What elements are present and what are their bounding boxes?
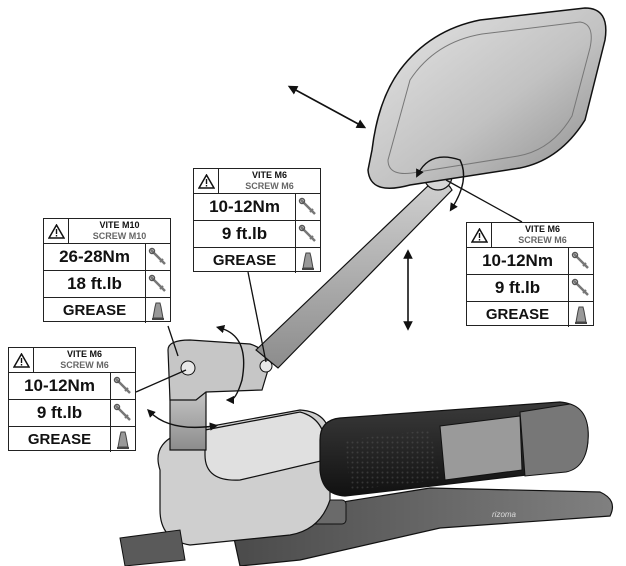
lubricant: GREASE [467, 302, 569, 327]
grease-tube-icon [111, 427, 135, 452]
label-m6-arm: VITE M6 SCREW M6 10-12Nm 9 ft.lb GREASE [193, 168, 321, 273]
vite-label: VITE M10 [99, 220, 140, 230]
base-bolt [180, 360, 196, 376]
tilt-arrow [287, 85, 367, 129]
screw-label: SCREW M6 [245, 181, 294, 191]
rotation-arrow-base [147, 409, 219, 431]
grip-light-band [439, 415, 523, 481]
lubricant: GREASE [194, 248, 296, 273]
torque-nm: 26-28Nm [44, 244, 146, 270]
screw-label: SCREW M6 [60, 360, 109, 370]
mirror-head [367, 7, 607, 189]
torque-wrench-icon [146, 271, 170, 297]
cable-fitting [119, 529, 186, 566]
warning-triangle-icon [44, 219, 69, 243]
leader-m10 [167, 325, 179, 357]
vite-label: VITE M6 [66, 349, 102, 359]
torque-ftlb: 18 ft.lb [44, 271, 146, 297]
torque-nm: 10-12Nm [9, 373, 111, 399]
torque-wrench-icon [569, 275, 593, 301]
torque-wrench-icon [296, 194, 320, 220]
warning-triangle-icon [9, 348, 34, 372]
vite-label: VITE M6 [251, 170, 287, 180]
screw-label: SCREW M6 [518, 235, 567, 245]
label-m10: VITE M10 SCREW M10 26-28Nm 18 ft.lb GREA… [43, 218, 171, 323]
warning-triangle-icon [194, 169, 219, 193]
grip-texture [345, 430, 440, 490]
torque-wrench-icon [296, 221, 320, 247]
grease-tube-icon [296, 248, 320, 273]
torque-ftlb: 9 ft.lb [194, 221, 296, 247]
lubricant: GREASE [44, 298, 146, 323]
brand-mark: rizoma [492, 510, 517, 519]
label-m6-mirror: VITE M6 SCREW M6 10-12Nm 9 ft.lb GREASE [466, 222, 594, 327]
torque-wrench-icon [569, 248, 593, 274]
grip-end [519, 403, 589, 477]
torque-ftlb: 9 ft.lb [467, 275, 569, 301]
mirror-rim [387, 21, 592, 174]
screw-label: SCREW M10 [92, 231, 147, 241]
torque-nm: 10-12Nm [467, 248, 569, 274]
warning-triangle-icon [467, 223, 492, 247]
torque-wrench-icon [146, 244, 170, 270]
torque-wrench-icon [111, 373, 135, 399]
grease-tube-icon [146, 298, 170, 323]
lubricant: GREASE [9, 427, 111, 452]
leader-m6-arm [247, 271, 267, 363]
leader-m6-base [135, 369, 187, 393]
torque-ftlb: 9 ft.lb [9, 400, 111, 426]
torque-nm: 10-12Nm [194, 194, 296, 220]
grease-tube-icon [569, 302, 593, 327]
rotation-arrow-elbow [215, 325, 245, 405]
vite-label: VITE M6 [524, 224, 560, 234]
leader-m6-mirror [445, 179, 523, 223]
rotation-arrow-mirror [416, 156, 465, 212]
torque-wrench-icon [111, 400, 135, 426]
label-m6-base: VITE M6 SCREW M6 10-12Nm 9 ft.lb GREASE [8, 347, 136, 452]
